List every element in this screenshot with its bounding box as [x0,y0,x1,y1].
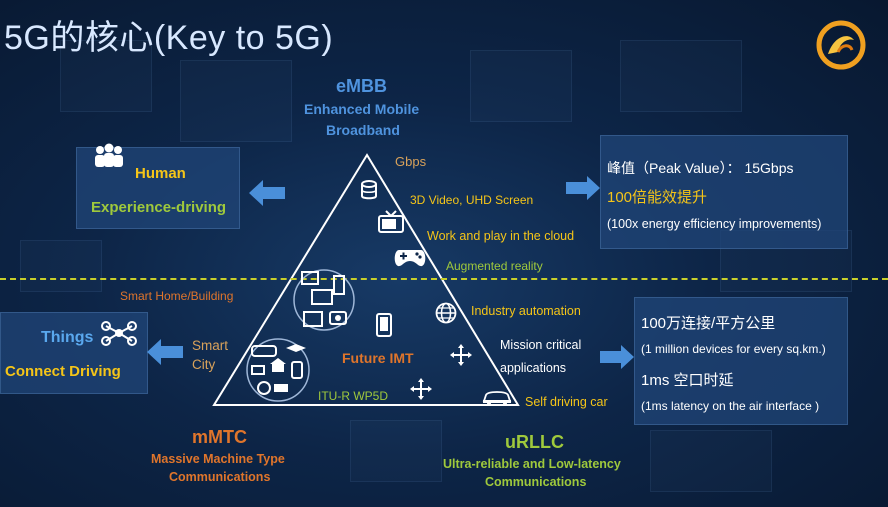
things-title: Things [41,329,94,346]
move-icon [410,378,432,400]
smarthome-cluster-icon [293,269,355,331]
logo-icon [816,20,866,70]
people-icon [95,143,123,167]
gamepad-icon [394,250,426,267]
drone-icon [101,321,137,346]
mmtc-line1: Massive Machine Type [151,452,285,466]
background-tile [350,420,442,482]
urllc-name: uRLLC [505,432,564,452]
density-box: 100万连接/平方公里 (1 million devices for every… [634,297,848,425]
label-smart-city-1: Smart [192,338,229,353]
things-box: Things Connect Driving [0,312,148,394]
density-line1: 100万连接/平方公里 [641,315,776,332]
car-icon [482,391,512,406]
smartcity-cluster-icon [246,338,310,402]
density-line4: (1ms latency on the air interface ) [641,399,820,413]
database-icon [361,180,377,200]
embb-name: eMBB [336,76,388,96]
divider-line [0,278,888,280]
embb-line1: Enhanced Mobile [304,101,420,117]
label-mission-1: Mission critical [500,338,582,352]
human-title: Human [135,165,186,182]
label-industry: Industry automation [471,304,581,318]
human-subtitle: Experience-driving [91,199,227,216]
embb-line2: Broadband [326,122,400,138]
tablet-icon [376,313,392,337]
urllc-line2: Communications [485,475,587,489]
peak-line1: 峰值（Peak Value）： 15Gbps [607,160,794,176]
peak-box: 峰值（Peak Value）： 15Gbps 100倍能效提升 (100x en… [600,135,848,249]
background-tile [180,60,292,142]
label-smart-city-2: City [192,357,216,372]
background-tile [20,240,102,292]
globe-icon [435,302,457,324]
move-icon [450,344,472,366]
density-line3: 1ms 空口时延 [641,372,734,389]
label-future-imt: Future IMT [342,350,414,366]
label-smart-home: Smart Home/Building [120,289,234,303]
mmtc-name: mMTC [192,427,247,447]
tv-icon [378,210,404,233]
things-subtitle: Connect Driving [5,363,121,380]
label-gbps: Gbps [395,154,427,169]
density-line2: (1 million devices for every sq.km.) [641,342,826,356]
background-tile [650,430,772,492]
label-mission-2: applications [500,361,567,375]
label-cloud: Work and play in the cloud [427,229,575,243]
page-title: 5G的核心(Key to 5G) [4,19,334,57]
background-tile [60,40,152,112]
human-box: Human Experience-driving [76,143,240,229]
arrow-left-icon [249,180,285,206]
peak-line3: (100x energy efficiency improvements) [607,217,822,231]
arrow-right-icon [600,345,634,369]
arrow-left-icon [147,339,183,365]
urllc-line1: Ultra-reliable and Low-latency [443,457,621,471]
label-video: 3D Video, UHD Screen [410,193,534,207]
arrow-right-icon [566,176,600,200]
background-tile [620,40,742,112]
background-tile [470,50,572,122]
label-ar: Augmented reality [446,259,543,273]
mmtc-line2: Communications [169,470,271,484]
label-itu: ITU-R WP5D [318,389,388,403]
label-self-driving: Self driving car [525,395,608,409]
peak-line2: 100倍能效提升 [607,189,708,206]
